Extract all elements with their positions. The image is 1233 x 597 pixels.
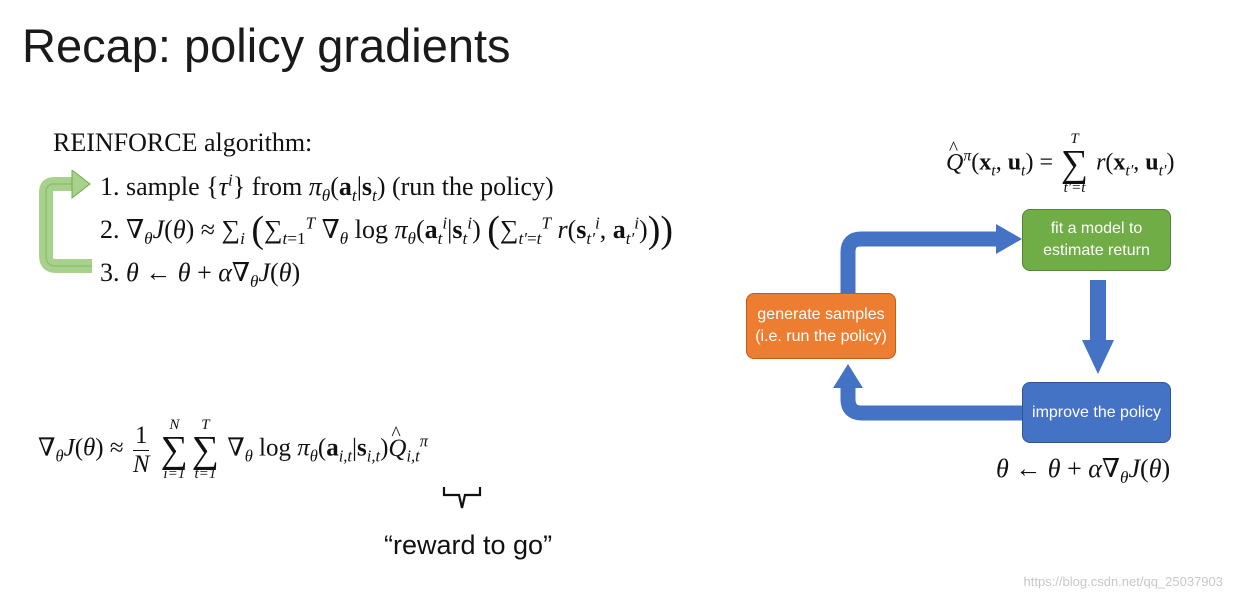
underbrace-icon	[442, 487, 482, 509]
step-2-number: 2.	[100, 215, 120, 244]
arrow-down-icon	[1082, 280, 1114, 374]
arrow-right-icon	[996, 224, 1022, 254]
step-1-word-sample: sample	[126, 172, 200, 201]
reward-to-go-caption: “reward to go”	[384, 530, 553, 560]
algorithm-step-3: 3. θ ← θ + α∇θJ(θ)	[100, 258, 301, 292]
generate-samples-box: generate samples (i.e. run the policy)	[746, 293, 896, 359]
loop-arrow-icon	[39, 170, 92, 273]
step-3-number: 3.	[100, 258, 120, 287]
fit-model-box: fit a model to estimate return	[1022, 209, 1171, 271]
step-1-run-policy: (run the policy)	[391, 172, 554, 201]
update-rule: θ ← θ + α∇θJ(θ)	[996, 454, 1171, 488]
algorithm-heading: REINFORCE algorithm:	[53, 128, 313, 157]
algorithm-step-2: 2. ∇θJ(θ) ≈ ∑i (∑t=1T ∇θ log πθ(ati|sti)…	[100, 209, 674, 251]
step-1-word-from: from	[251, 172, 303, 201]
step-1-number: 1.	[100, 172, 120, 201]
improve-policy-box: improve the policy	[1022, 382, 1171, 443]
watermark: https://blog.csdn.net/qq_25037903	[1023, 574, 1224, 589]
rl-loop-arrows	[833, 224, 1022, 421]
q-hat-definition: Qπ(xt, ut) = T∑t′=t r(xt′, ut′)	[946, 132, 1175, 196]
arrow-up-icon	[833, 364, 863, 388]
algorithm-step-1: 1. sample {τi} from πθ(at|st) (run the p…	[100, 170, 554, 206]
slide-title: Recap: policy gradients	[22, 19, 511, 72]
